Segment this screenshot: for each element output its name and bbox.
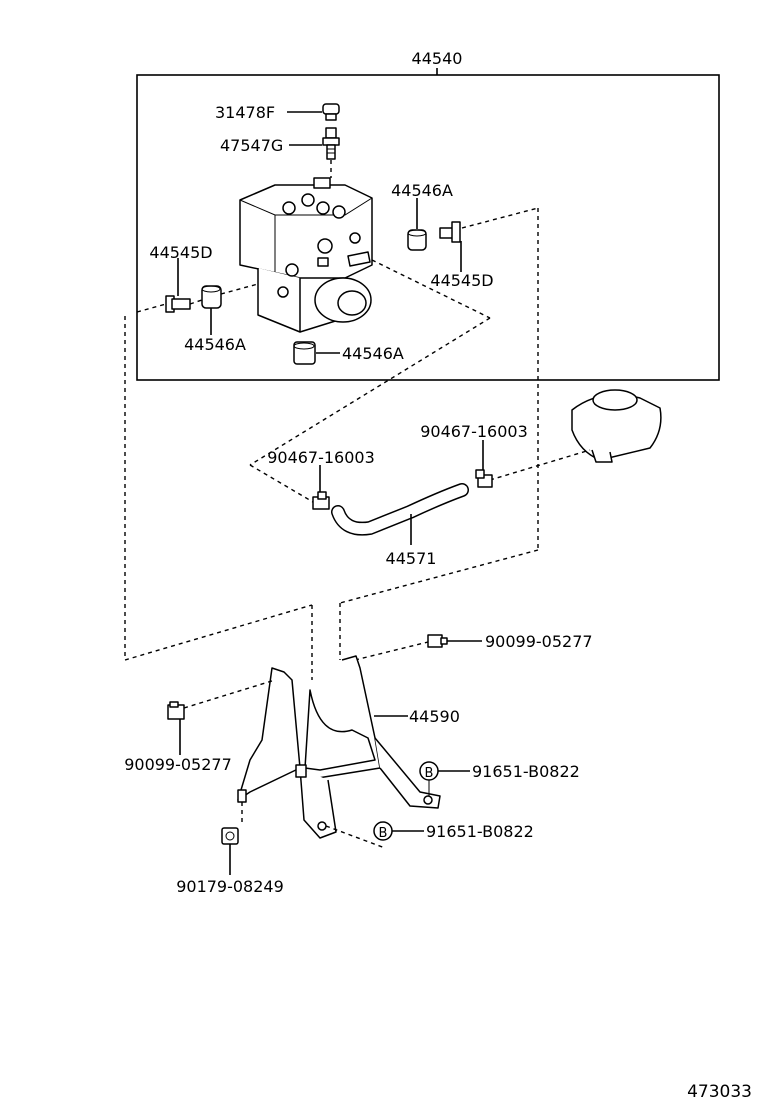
plug-part bbox=[322, 103, 340, 121]
label-nut: 90179-08249 bbox=[176, 877, 284, 896]
grommet-left-part bbox=[201, 285, 222, 309]
label-plug: 31478F bbox=[215, 103, 275, 122]
clip-right-part bbox=[475, 469, 493, 488]
actuator-dash-b bbox=[249, 317, 491, 466]
collar-right-dash bbox=[461, 207, 539, 229]
bolt-left-part bbox=[167, 701, 185, 720]
label-bolt-left: 90099-05277 bbox=[124, 755, 232, 774]
bolt-right-part bbox=[427, 634, 448, 648]
label-collar-left: 44545D bbox=[149, 243, 212, 262]
label-assembly: 44540 bbox=[412, 49, 463, 68]
label-grommet-left: 44546A bbox=[184, 335, 246, 354]
union-part bbox=[322, 127, 340, 160]
b-marker-bottom-label: B bbox=[379, 826, 388, 841]
lower-dash-c bbox=[124, 604, 313, 661]
stud-part bbox=[237, 789, 247, 803]
b-marker-top-label: B bbox=[425, 766, 434, 781]
b-bottom-dash bbox=[325, 825, 386, 849]
collar-left-dash bbox=[136, 303, 167, 313]
label-collar-right: 44545D bbox=[430, 271, 493, 290]
figure-number: 473033 bbox=[687, 1082, 752, 1102]
clip-left-part bbox=[312, 491, 330, 510]
hose-part bbox=[331, 483, 469, 536]
actuator-dash-a bbox=[371, 259, 491, 319]
label-union: 47547G bbox=[220, 136, 283, 155]
assembly-frame bbox=[136, 74, 720, 381]
label-bracket: 44590 bbox=[409, 707, 460, 726]
label-bolt-b-top: 91651-B0822 bbox=[472, 762, 580, 781]
bolt-right-dash bbox=[354, 641, 429, 661]
grommet-top-part bbox=[407, 229, 427, 251]
clip-left-dash bbox=[249, 464, 314, 503]
label-hose: 44571 bbox=[386, 549, 437, 568]
reservoir-dash bbox=[489, 449, 591, 481]
label-clip-right: 90467-16003 bbox=[420, 422, 528, 441]
label-bolt-right: 90099-05277 bbox=[485, 632, 593, 651]
bracket-part bbox=[237, 655, 441, 839]
label-grommet-bottom: 44546A bbox=[342, 344, 404, 363]
abs-actuator bbox=[239, 177, 373, 333]
label-grommet-top: 44546A bbox=[391, 181, 453, 200]
grommet-bottom-part bbox=[293, 341, 316, 365]
collar-left-part bbox=[165, 295, 191, 313]
collar-left-dash-b bbox=[189, 299, 203, 305]
label-bolt-b-bottom: 91651-B0822 bbox=[426, 822, 534, 841]
lower-dash-a bbox=[339, 549, 539, 604]
collar-left-dash-c bbox=[220, 283, 259, 295]
reservoir bbox=[571, 389, 662, 463]
label-clip-left: 90467-16003 bbox=[267, 448, 375, 467]
collar-right-part bbox=[439, 221, 461, 243]
nut-part bbox=[221, 827, 239, 845]
bolt-left-dash bbox=[183, 679, 276, 709]
